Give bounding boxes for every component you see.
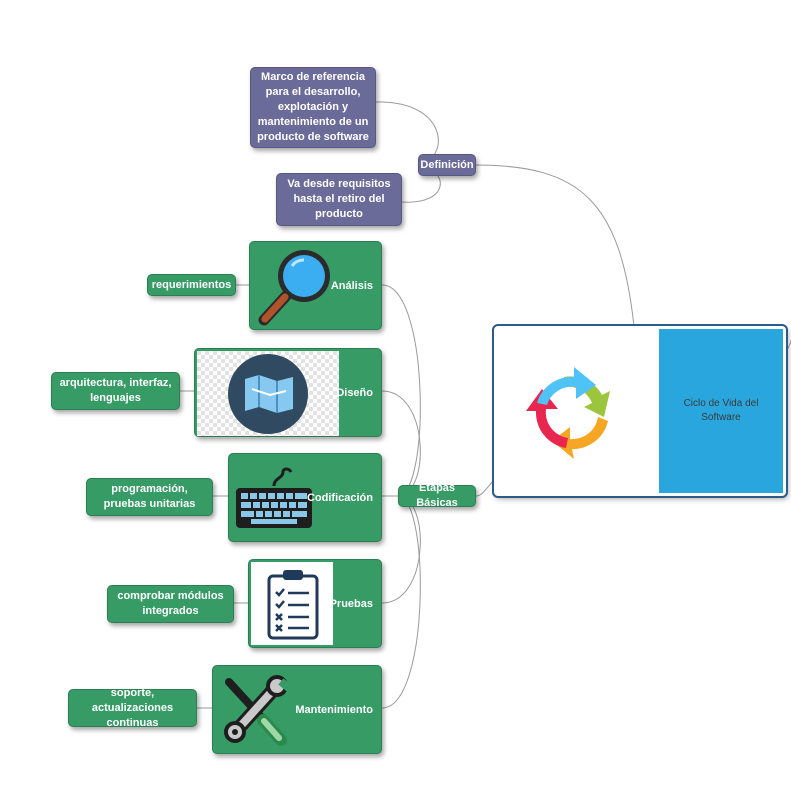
definicion-item-2[interactable]: Va desde requisitos hasta el retiro del … [276, 173, 402, 226]
definicion-item-1[interactable]: Marco de referencia para el desarrollo, … [250, 67, 376, 148]
detail-mantenimiento[interactable]: soporte, actualizaciones continuas [68, 687, 197, 729]
detail-codificacion[interactable]: programación, pruebas unitarias [86, 478, 213, 516]
stage-label: Análisis [330, 279, 373, 292]
definicion-node[interactable]: Definición [418, 154, 476, 176]
stage-label: Codificación [306, 491, 373, 504]
stage-codificacion[interactable]: Codificación [228, 453, 382, 542]
stage-label: Pruebas [329, 597, 373, 610]
stage-label: Mantenimiento [295, 703, 373, 716]
root-title: Ciclo de Vida del Software [659, 329, 783, 493]
magnifier-icon [252, 244, 338, 327]
root-node[interactable]: Ciclo de Vida del Software [492, 324, 788, 498]
cycle-arrows-icon [526, 367, 610, 459]
keyboard-icon [231, 456, 317, 539]
root-image [497, 329, 659, 493]
detail-pruebas[interactable]: comprobar módulos integrados [107, 585, 234, 623]
stage-diseno[interactable]: Diseño [194, 348, 382, 437]
checklist-icon [251, 562, 333, 645]
detail-diseno[interactable]: arquitectura, interfaz, lenguajes [51, 372, 180, 410]
stage-pruebas[interactable]: Pruebas [248, 559, 382, 648]
detail-analisis[interactable]: requerimientos [147, 274, 236, 296]
etapas-node[interactable]: Etapas Básicas [398, 482, 476, 509]
tools-icon [215, 668, 295, 751]
stage-mantenimiento[interactable]: Mantenimiento [212, 665, 382, 754]
stage-analisis[interactable]: Análisis [249, 241, 382, 330]
map-icon [197, 351, 339, 436]
stage-label: Diseño [336, 386, 373, 399]
